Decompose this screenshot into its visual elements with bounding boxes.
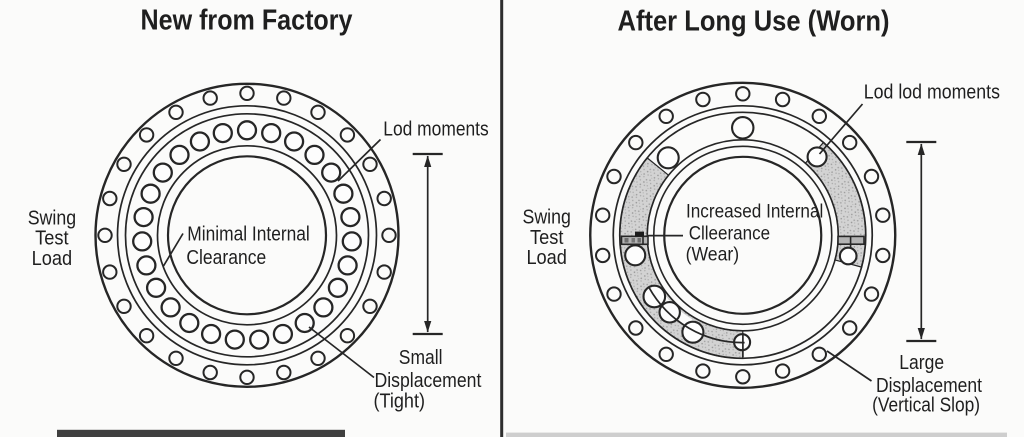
svg-text:Displacement: Displacement	[375, 370, 482, 392]
svg-text:Clleerance: Clleerance	[689, 223, 770, 245]
svg-text:Small: Small	[399, 347, 443, 369]
svg-text:After Long Use (Worn): After Long Use (Worn)	[618, 6, 890, 38]
svg-text:Minimal Internal: Minimal Internal	[187, 222, 309, 245]
svg-text:Displacement: Displacement	[876, 375, 982, 397]
svg-text:Test: Test	[35, 228, 69, 250]
svg-text:Load: Load	[32, 248, 73, 270]
svg-text:Clearance: Clearance	[186, 246, 266, 269]
svg-text:Lod moments: Lod moments	[383, 119, 488, 141]
svg-text:Swing: Swing	[28, 207, 76, 229]
svg-text:Large: Large	[899, 352, 944, 374]
svg-text:Increased Internal: Increased Internal	[686, 201, 823, 222]
svg-text:Load: Load	[526, 247, 567, 269]
svg-text:(Tight): (Tight)	[374, 391, 426, 413]
svg-text:(Wear): (Wear)	[686, 244, 740, 266]
svg-text:Test: Test	[530, 227, 564, 249]
svg-text:Lod lod moments: Lod lod moments	[864, 82, 1000, 104]
svg-text:(Vertical Slop): (Vertical Slop)	[872, 395, 980, 417]
svg-text:New from Factory: New from Factory	[141, 5, 353, 37]
svg-text:Swing: Swing	[523, 207, 571, 229]
